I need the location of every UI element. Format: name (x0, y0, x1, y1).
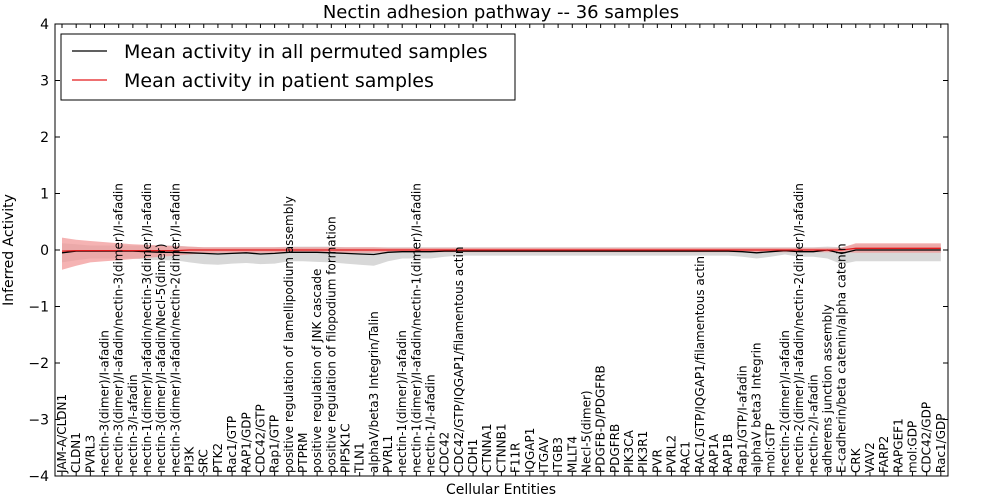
axes: −4 −3 −2 −1 0 1 2 3 4 (28, 17, 949, 485)
legend-box (60, 33, 516, 101)
x-tick-label: IQGAP1 (523, 428, 537, 473)
x-tick-label: nectin-3(dimer)/I-afadin/Necl-5(dimer) (154, 243, 168, 473)
x-tick-label: PVRL2 (665, 435, 679, 473)
y-tick-label: 3 (40, 74, 49, 90)
x-tick-label: Necl-5(dimer) (580, 390, 594, 473)
x-tick-label: PIK3CA (622, 429, 636, 473)
y-tick-label: −2 (28, 356, 49, 372)
x-tick-label: RAP1B (721, 434, 735, 473)
x-axis-label: Cellular Entities (446, 482, 556, 498)
x-tick-label: adherens junction assembly (820, 304, 834, 473)
x-tick-label: positive regulation of lamellipodium ass… (282, 196, 296, 473)
x-tick-label: RAC1/GTP/IQGAP1/filamentous actin (693, 256, 707, 473)
x-tick-label: mol:GTP (764, 423, 778, 473)
x-tick-label: mol:GDP (906, 421, 920, 473)
x-tick-label: Rap1/GTP/I-afadin (735, 365, 749, 473)
x-tick-label: positive regulation of filopodium format… (324, 216, 338, 473)
x-tick-label: nectin-1/I-afadin (424, 374, 438, 473)
x-tick-label: nectin-1(dimer)/I-afadin/nectin-3(dimer)… (140, 183, 154, 473)
x-tick-label: nectin-3(dimer)/I-afadin/nectin-2(dimer)… (168, 183, 182, 473)
y-tick-label: 2 (40, 130, 49, 146)
x-tick-label: CTNNA1 (480, 423, 494, 473)
chart-title: Nectin adhesion pathway -- 36 samples (323, 2, 679, 23)
x-tick-label: ITGB3 (551, 437, 565, 473)
series-band-0 (62, 243, 941, 266)
series-line-0 (61, 249, 941, 256)
x-tick-label: PVR (650, 449, 664, 473)
x-tick-label: nectin-1(dimer)/I-afadin/nectin-1(dimer)… (409, 183, 423, 473)
x-tick-label: PDGFB-D/PDGFRB (594, 365, 608, 473)
x-tick-label: CDH1 (466, 439, 480, 473)
x-tick-label: PTK2 (211, 443, 225, 473)
x-tick-label: RAPGEF1 (891, 418, 905, 473)
x-tick-label: PIK3R1 (636, 431, 650, 473)
y-tick-label: −4 (28, 469, 49, 485)
x-tick-label: CDC42/GTP (253, 404, 267, 473)
legend-label-0: Mean activity in all permuted samples (124, 41, 487, 63)
x-tick-label: PVRL1 (381, 435, 395, 473)
x-tick-label: TLN1 (353, 442, 367, 474)
x-tick-label: PIP5K1C (339, 423, 353, 473)
x-tick-label: F11R (509, 442, 523, 473)
x-tick-label: ITGAV (537, 436, 551, 473)
x-tick-label: CDC42/GTP/IQGAP1/filamentous actin (452, 247, 466, 473)
x-tick-label: FARP2 (877, 436, 891, 473)
x-tick-label: CLDN1 (69, 432, 83, 473)
x-tick-label: CDC42/GDP (920, 402, 934, 473)
y-tick-label: −3 (28, 413, 49, 429)
x-tick-label: Rac1/GTP (225, 416, 239, 473)
confidence-bands (62, 237, 941, 270)
x-tick-label: nectin-2(dimer)/I-afadin (778, 330, 792, 473)
x-tick-label: SRC (197, 449, 211, 473)
x-tick-label: PTPRM (296, 433, 310, 474)
legend: Mean activity in all permuted samplesMea… (60, 33, 516, 101)
series-line-1 (61, 247, 941, 252)
x-tick-label: nectin-3/I-afadin (126, 374, 140, 473)
y-axis-label: Inferred Activity (1, 194, 17, 306)
x-tick-label: CTNNB1 (494, 423, 508, 473)
y-tick-label: −1 (28, 300, 49, 316)
x-tick-label: JAM-A/CLDN1 (55, 394, 69, 474)
series-lines (61, 247, 941, 256)
x-tick-label: PI3K (183, 446, 197, 473)
x-tick-label: RAP1/GDP (239, 412, 253, 473)
x-tick-label: nectin-3(dimer)/I-afadin/nectin-3(dimer)… (112, 183, 126, 473)
x-tick-label: nectin-3(dimer)/I-afadin (98, 330, 112, 473)
x-tick-label: nectin-2/I-afadin (806, 374, 820, 473)
x-tick-label: alphaV beta3 Integrin (750, 342, 764, 473)
x-tick-label: alphaV/beta3 Integrin/Talin (367, 311, 381, 473)
x-tick-label: PDGFRB (608, 424, 622, 473)
x-tick-label: Rap1/GTP (268, 415, 282, 473)
y-tick-label: 0 (40, 243, 49, 259)
y-tick-label: 4 (40, 17, 49, 33)
x-tick-label: positive regulation of JNK cascade (310, 269, 324, 473)
x-tick-label: RAP1A (707, 433, 721, 473)
y-tick-label: 1 (40, 187, 49, 203)
x-tick-label: CDC42 (438, 432, 452, 473)
x-tick-label: Rac1/GDP (934, 414, 948, 473)
legend-label-1: Mean activity in patient samples (124, 70, 434, 92)
x-tick-label: E-cadherin/beta catenin/alpha catenin (835, 243, 849, 473)
x-tick-label: nectin-1(dimer)/I-afadin (395, 330, 409, 473)
x-tick-label: MLLT4 (565, 436, 579, 473)
x-tick-label: RAC1 (679, 441, 693, 473)
x-tick-label: PVRL3 (83, 435, 97, 473)
x-tick-label: nectin-2(dimer)/I-afadin/nectin-2(dimer)… (792, 183, 806, 473)
x-tick-label: VAV2 (863, 442, 877, 473)
x-tick-label: CRK (849, 447, 863, 473)
